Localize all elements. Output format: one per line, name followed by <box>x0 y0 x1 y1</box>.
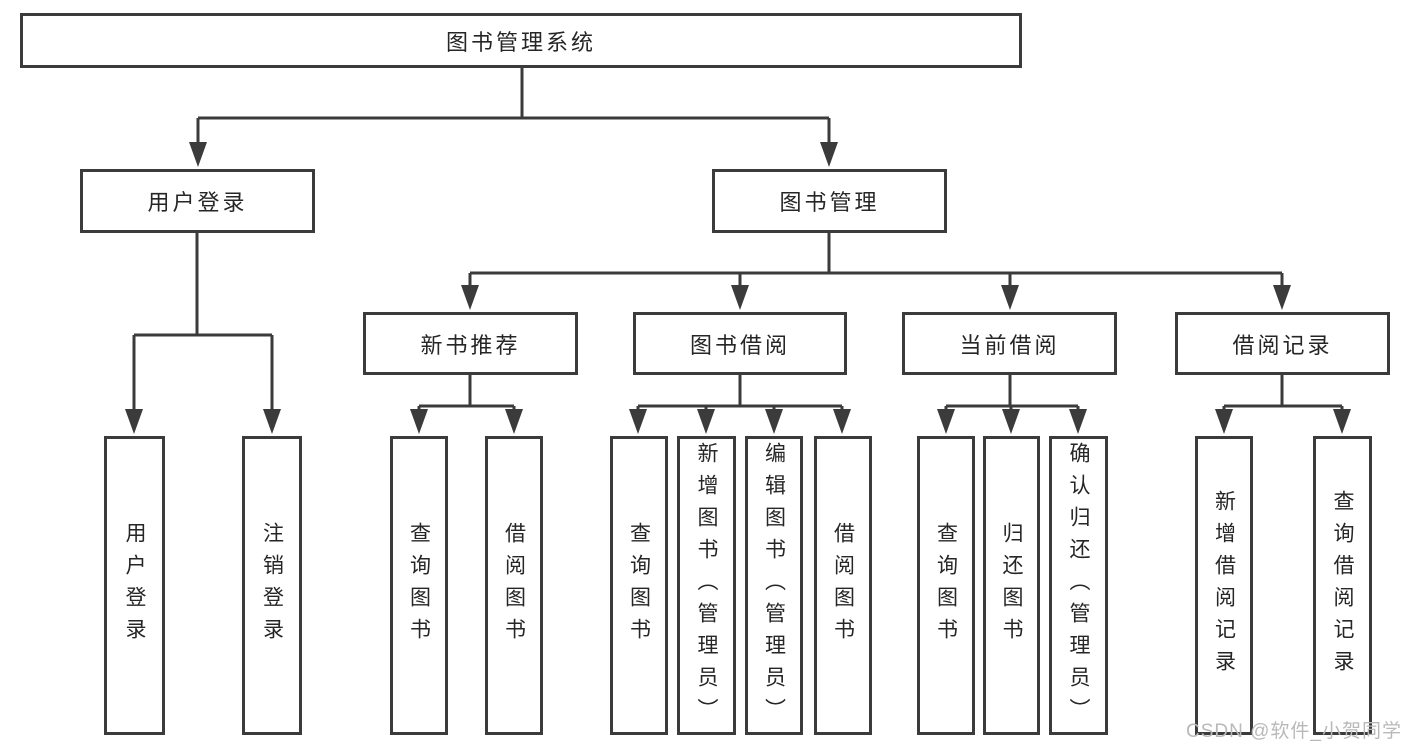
leaf-bb-edit-books-admin-label: 编辑图书（管理员） <box>762 441 786 730</box>
leaf-cb-query-books-label: 查询图书 <box>934 521 958 650</box>
node-new-book-recommend: 新书推荐 <box>363 312 578 375</box>
node-new-book-recommend-label: 新书推荐 <box>420 332 521 358</box>
leaf-cb-return-books: 归还图书 <box>983 436 1040 735</box>
connector-arrowheads <box>125 142 1351 434</box>
leaf-bb-borrow-books-label: 借阅图书 <box>831 521 855 650</box>
node-root-label: 图书管理系统 <box>445 29 596 55</box>
leaf-bb-add-books-admin-label: 新增图书（管理员） <box>695 441 718 730</box>
leaf-cb-confirm-return-admin: 确认归还（管理员） <box>1049 436 1108 735</box>
leaf-nb-borrow-books-label: 借阅图书 <box>502 521 526 650</box>
node-current-borrow: 当前借阅 <box>902 312 1117 375</box>
leaf-nb-query-books-label: 查询图书 <box>407 521 431 650</box>
node-borrow-records: 借阅记录 <box>1175 312 1390 375</box>
leaf-cb-query-books: 查询图书 <box>917 436 975 735</box>
node-current-borrow-label: 当前借阅 <box>959 332 1060 358</box>
node-book-borrow-label: 图书借阅 <box>689 332 790 358</box>
node-book-borrow: 图书借阅 <box>633 312 847 375</box>
node-book-management-label: 图书管理 <box>779 190 880 215</box>
node-borrow-records-label: 借阅记录 <box>1232 332 1333 358</box>
node-root: 图书管理系统 <box>20 13 1022 68</box>
node-user-login: 用户登录 <box>80 169 315 233</box>
leaf-nb-query-books: 查询图书 <box>390 436 448 735</box>
leaf-logout: 注销登录 <box>242 436 302 735</box>
leaf-bb-edit-books-admin: 编辑图书（管理员） <box>745 436 803 735</box>
node-user-login-label: 用户登录 <box>147 190 248 215</box>
csdn-watermark: CSDN @软件_小贺同学 <box>1186 721 1402 742</box>
leaf-user-login: 用户登录 <box>104 436 165 735</box>
leaf-br-query-record: 查询借阅记录 <box>1313 436 1372 735</box>
leaf-bb-add-books-admin: 新增图书（管理员） <box>677 436 736 735</box>
leaf-br-add-record: 新增借阅记录 <box>1195 436 1253 735</box>
leaf-user-login-label: 用户登录 <box>123 521 146 650</box>
leaf-logout-label: 注销登录 <box>260 521 284 650</box>
leaf-bb-borrow-books: 借阅图书 <box>814 436 872 735</box>
leaf-bb-query-books-label: 查询图书 <box>627 521 651 650</box>
leaf-nb-borrow-books: 借阅图书 <box>485 436 543 735</box>
leaf-br-query-record-label: 查询借阅记录 <box>1331 489 1354 682</box>
leaf-cb-confirm-return-admin-label: 确认归还（管理员） <box>1067 441 1090 730</box>
node-book-management: 图书管理 <box>712 169 947 233</box>
leaf-cb-return-books-label: 归还图书 <box>1000 521 1023 650</box>
leaf-bb-query-books: 查询图书 <box>610 436 668 735</box>
leaf-br-add-record-label: 新增借阅记录 <box>1212 489 1236 682</box>
